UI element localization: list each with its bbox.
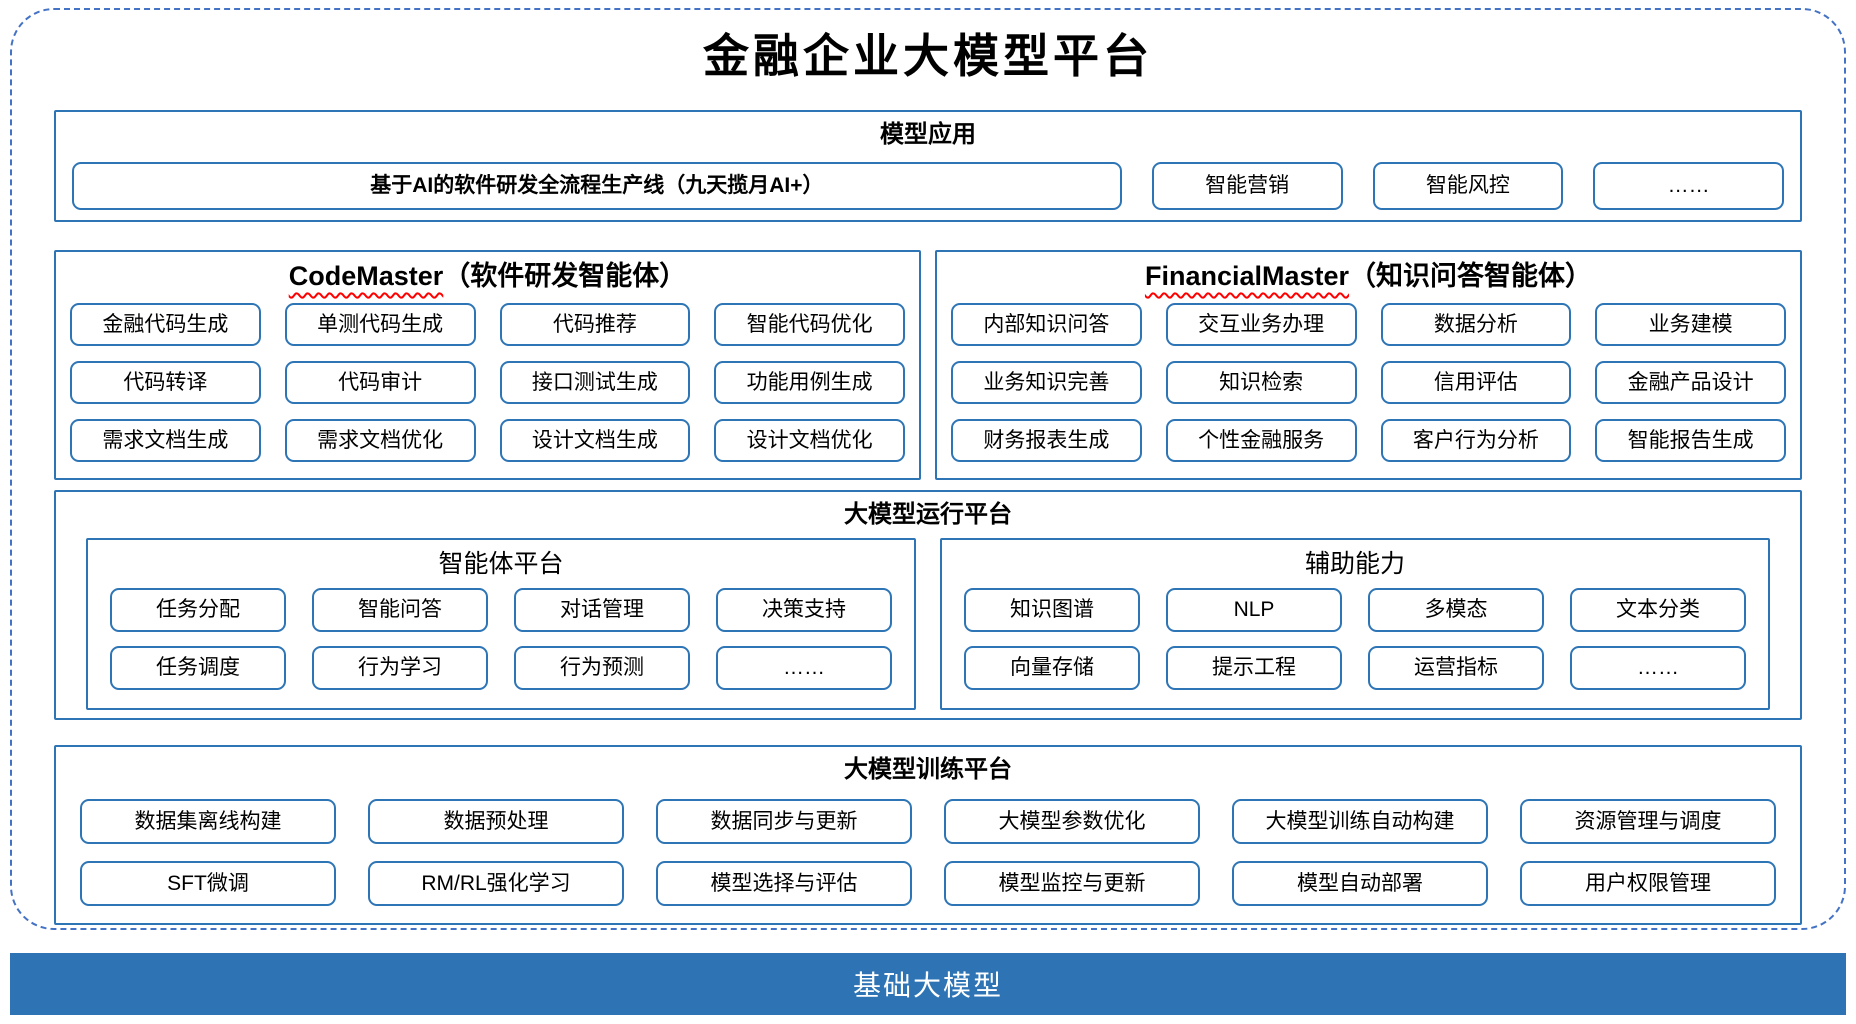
codemaster-item: 金融代码生成: [70, 303, 261, 346]
agents-row: CodeMaster（软件研发智能体） 金融代码生成 单测代码生成 代码推荐 智…: [54, 250, 1802, 480]
financialmaster-item: 个性金融服务: [1165, 419, 1357, 462]
training-item: 模型自动部署: [1232, 861, 1488, 906]
agent-platform-item: 任务调度: [110, 646, 286, 690]
model-app-item: 智能风控: [1372, 162, 1564, 210]
financialmaster-item: 交互业务办理: [1165, 303, 1357, 346]
section-runtime-platform: 大模型运行平台 智能体平台 任务分配 智能问答 对话管理 决策支持 任务调度 行…: [54, 490, 1802, 720]
codemaster-item: 接口测试生成: [499, 361, 691, 404]
aux-capability-item: 知识图谱: [964, 588, 1140, 632]
agent-platform-item: 智能问答: [312, 588, 488, 632]
financialmaster-name: FinancialMaster: [1144, 261, 1350, 291]
codemaster-suffix: （软件研发智能体）: [443, 261, 687, 291]
aux-capabilities-box: 辅助能力 知识图谱 NLP 多模态 文本分类 向量存储 提示工程 运营指标 ……: [940, 538, 1770, 710]
platform-dashed-border: [10, 8, 1846, 930]
agent-platform-box: 智能体平台 任务分配 智能问答 对话管理 决策支持 任务调度 行为学习 行为预测…: [86, 538, 916, 710]
financialmaster-item: 金融产品设计: [1595, 361, 1786, 404]
financialmaster-item: 财务报表生成: [951, 419, 1142, 462]
aux-capability-item: 向量存储: [964, 646, 1140, 690]
section-model-applications: 模型应用 基于AI的软件研发全流程生产线（九天揽月AI+） 智能营销 智能风控 …: [54, 110, 1802, 222]
foundation-model-bar: 基础大模型: [10, 953, 1846, 1015]
financialmaster-item: 智能报告生成: [1595, 419, 1786, 462]
agent-platform-item: 任务分配: [110, 588, 286, 632]
codemaster-item: 单测代码生成: [284, 303, 476, 346]
foundation-model-label: 基础大模型: [852, 970, 1003, 1001]
codemaster-item: 代码审计: [284, 361, 476, 404]
financialmaster-item: 内部知识问答: [951, 303, 1142, 346]
codemaster-item: 功能用例生成: [714, 361, 905, 404]
training-item: 模型监控与更新: [944, 861, 1200, 906]
training-item: 数据预处理: [368, 799, 624, 844]
codemaster-grid: 金融代码生成 单测代码生成 代码推荐 智能代码优化 代码转译 代码审计 接口测试…: [56, 303, 919, 462]
training-item: 用户权限管理: [1520, 861, 1776, 906]
agent-platform-item: 决策支持: [716, 588, 892, 632]
financialmaster-item: 客户行为分析: [1380, 419, 1572, 462]
runtime-columns: 智能体平台 任务分配 智能问答 对话管理 决策支持 任务调度 行为学习 行为预测…: [56, 538, 1800, 710]
codemaster-item: 代码转译: [70, 361, 261, 404]
section-model-applications-header: 模型应用: [880, 121, 976, 148]
section-training-platform: 大模型训练平台 数据集离线构建 数据预处理 数据同步与更新 大模型参数优化 大模…: [54, 745, 1802, 925]
codemaster-item: 智能代码优化: [714, 303, 905, 346]
codemaster-item: 需求文档生成: [70, 419, 261, 462]
agent-platform-grid: 任务分配 智能问答 对话管理 决策支持 任务调度 行为学习 行为预测 ……: [88, 588, 914, 690]
pipeline-box: 基于AI的软件研发全流程生产线（九天揽月AI+）: [72, 162, 1122, 210]
training-item: 资源管理与调度: [1520, 799, 1776, 844]
section-codemaster: CodeMaster（软件研发智能体） 金融代码生成 单测代码生成 代码推荐 智…: [54, 250, 921, 480]
financialmaster-header: FinancialMaster（知识问答智能体）: [937, 259, 1800, 293]
aux-capability-item: 多模态: [1368, 588, 1544, 632]
training-grid: 数据集离线构建 数据预处理 数据同步与更新 大模型参数优化 大模型训练自动构建 …: [56, 799, 1800, 906]
codemaster-name: CodeMaster: [288, 261, 444, 291]
financialmaster-item: 业务建模: [1595, 303, 1786, 346]
model-applications-row: 基于AI的软件研发全流程生产线（九天揽月AI+） 智能营销 智能风控 ……: [56, 162, 1800, 210]
page-title: 金融企业大模型平台: [703, 29, 1153, 83]
aux-capabilities-header: 辅助能力: [1304, 550, 1405, 578]
agent-platform-item: 对话管理: [514, 588, 690, 632]
financialmaster-item: 业务知识完善: [951, 361, 1142, 404]
aux-capability-item: 运营指标: [1368, 646, 1544, 690]
training-item: 数据集离线构建: [80, 799, 336, 844]
financialmaster-item: 数据分析: [1380, 303, 1572, 346]
financialmaster-grid: 内部知识问答 交互业务办理 数据分析 业务建模 业务知识完善 知识检索 信用评估…: [937, 303, 1800, 462]
codemaster-item: 设计文档优化: [714, 419, 905, 462]
agent-platform-item: 行为学习: [312, 646, 488, 690]
aux-capabilities-grid: 知识图谱 NLP 多模态 文本分类 向量存储 提示工程 运营指标 ……: [942, 588, 1768, 690]
codemaster-header: CodeMaster（软件研发智能体）: [56, 259, 919, 293]
aux-capability-item: NLP: [1166, 588, 1342, 632]
training-item: 大模型训练自动构建: [1232, 799, 1488, 844]
agent-platform-item: 行为预测: [514, 646, 690, 690]
aux-capability-item-ellipsis: ……: [1570, 646, 1746, 690]
training-item: RM/RL强化学习: [368, 861, 624, 906]
financialmaster-item: 知识检索: [1165, 361, 1357, 404]
training-item: 大模型参数优化: [944, 799, 1200, 844]
training-header: 大模型训练平台: [844, 756, 1012, 783]
runtime-header: 大模型运行平台: [844, 501, 1012, 528]
model-app-item: 智能营销: [1151, 162, 1343, 210]
aux-capability-item: 文本分类: [1570, 588, 1746, 632]
codemaster-item: 需求文档优化: [284, 419, 476, 462]
platform-content: 金融企业大模型平台 模型应用 基于AI的软件研发全流程生产线（九天揽月AI+） …: [10, 8, 1846, 930]
training-item: 模型选择与评估: [656, 861, 912, 906]
codemaster-item: 设计文档生成: [499, 419, 691, 462]
agent-platform-header: 智能体平台: [438, 550, 564, 578]
financialmaster-item: 信用评估: [1380, 361, 1572, 404]
training-item: SFT微调: [80, 861, 336, 906]
financialmaster-suffix: （知识问答智能体）: [1349, 261, 1593, 291]
model-app-item-ellipsis: ……: [1593, 162, 1785, 210]
agent-platform-item-ellipsis: ……: [716, 646, 892, 690]
section-financialmaster: FinancialMaster（知识问答智能体） 内部知识问答 交互业务办理 数…: [935, 250, 1802, 480]
codemaster-item: 代码推荐: [499, 303, 691, 346]
training-item: 数据同步与更新: [656, 799, 912, 844]
aux-capability-item: 提示工程: [1166, 646, 1342, 690]
